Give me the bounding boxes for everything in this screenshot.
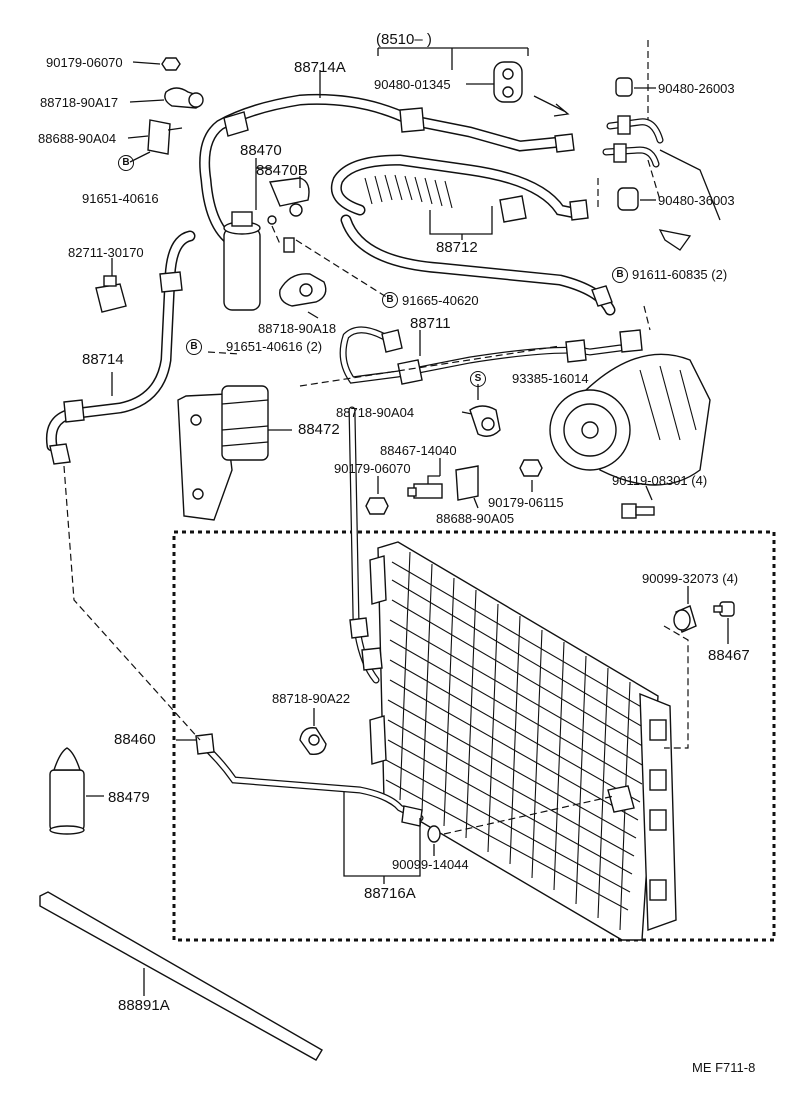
label-88716A: 88716A xyxy=(364,885,416,902)
label-90480-26003: 90480-26003 xyxy=(658,81,735,96)
label-88472: 88472 xyxy=(298,421,340,438)
part-88470-receiver xyxy=(223,211,261,311)
label-88467: 88467 xyxy=(708,647,750,664)
part-88467-bolt xyxy=(713,601,735,617)
part-compressor xyxy=(549,353,711,486)
part-88718-90A18-clamp xyxy=(279,273,327,307)
label-90179-06070-top: 90179-06070 xyxy=(46,55,123,70)
badge-b-1: B xyxy=(118,155,134,171)
part-88472-bracket xyxy=(177,385,269,521)
figure-code: ME F711-8 xyxy=(692,1060,756,1075)
label-90480-36003: 90480-36003 xyxy=(658,193,735,208)
badge-b-2: B xyxy=(612,267,628,283)
badge-s-1: S xyxy=(470,371,486,387)
badge-b-4: B xyxy=(186,339,202,355)
part-88718-90A17-clamp xyxy=(164,87,204,109)
part-88718-90A04-clamp xyxy=(469,405,501,437)
part-88479-can xyxy=(49,747,85,835)
part-90179-06070-nut xyxy=(161,57,181,71)
part-88718-90A22-clamp xyxy=(299,727,327,755)
label-88688-90A04: 88688-90A04 xyxy=(38,131,117,146)
part-90480-26003-grommet xyxy=(615,77,633,97)
part-90119-08301-bolt xyxy=(621,503,655,519)
part-88467-14040-sensor xyxy=(407,475,443,499)
part-88891A-strip xyxy=(39,891,323,1061)
label-88891A: 88891A xyxy=(118,997,170,1014)
label-88460: 88460 xyxy=(114,731,156,748)
part-90179-06115-nut xyxy=(519,459,543,477)
label-93385-16014: 93385-16014 xyxy=(512,371,589,386)
label-90099-14044: 90099-14044 xyxy=(392,857,469,872)
label-91611-60835: 91611-60835 (2) xyxy=(632,267,728,282)
part-90099-32073-cushion xyxy=(673,605,697,633)
part-90179-06070-nut-mid xyxy=(365,497,389,515)
badge-b-3: B xyxy=(382,292,398,308)
label-88718-90A04: 88718-90A04 xyxy=(336,405,415,420)
label-91651-40616-b: 91651-40616 (2) xyxy=(226,339,323,354)
label-88470: 88470 xyxy=(240,142,282,159)
label-88718-90A17: 88718-90A17 xyxy=(40,95,119,110)
label-88718-90A22: 88718-90A22 xyxy=(272,691,351,706)
label-82711-30170: 82711-30170 xyxy=(68,245,144,260)
label-91665-40620: 91665-40620 xyxy=(402,293,479,308)
label-90119-08301: 90119-08301 (4) xyxy=(612,473,708,488)
firewall-pipes xyxy=(602,115,664,168)
serial-range-label: (8510– ) xyxy=(376,31,432,48)
label-88470B: 88470B xyxy=(256,162,308,179)
serial-bracket xyxy=(377,47,529,70)
label-88467-14040: 88467-14040 xyxy=(380,443,457,458)
label-90179-06115: 90179-06115 xyxy=(488,495,564,510)
label-88718-90A18: 88718-90A18 xyxy=(258,321,337,336)
label-88712: 88712 xyxy=(436,239,478,256)
label-88714: 88714 xyxy=(82,351,124,368)
label-88688-90A05: 88688-90A05 xyxy=(436,511,515,526)
label-88714A: 88714A xyxy=(294,59,346,76)
label-90099-32073: 90099-32073 (4) xyxy=(642,571,739,586)
label-90480-01345: 90480-01345 xyxy=(374,77,451,92)
label-90179-06070-mid: 90179-06070 xyxy=(334,461,411,476)
label-88711: 88711 xyxy=(410,315,451,332)
label-91651-40616-a: 91651-40616 xyxy=(82,191,159,206)
part-82711-30170-connector xyxy=(95,275,127,313)
condenser-boundary xyxy=(172,530,776,942)
label-88479: 88479 xyxy=(108,789,150,806)
part-88688-90A05-bracket xyxy=(455,465,479,501)
part-90480-01345-grommet xyxy=(493,61,523,103)
part-88460-condenser xyxy=(369,541,677,941)
part-90480-36003-grommet xyxy=(617,187,639,211)
part-88688-90A04-bracket xyxy=(147,119,183,155)
part-88470B-switch xyxy=(269,177,310,217)
